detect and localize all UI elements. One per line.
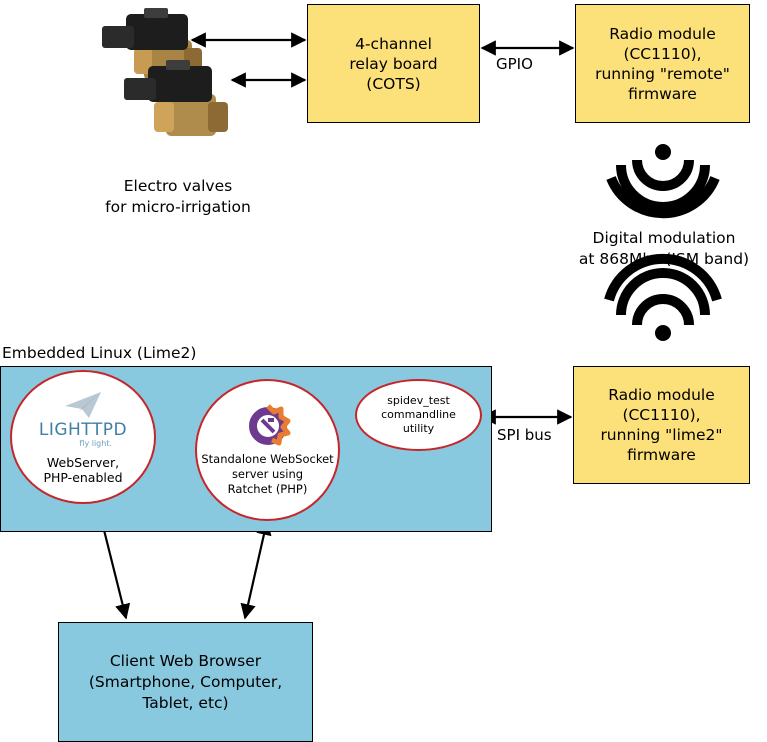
radio-remote-line: firmware bbox=[628, 84, 697, 103]
websocket-server-bubble: Standalone WebSocket server using Ratche… bbox=[195, 379, 340, 521]
lighttpd-caption-line: WebServer, bbox=[46, 454, 120, 470]
relay-line: relay board bbox=[349, 54, 438, 73]
valves-caption: Electro valves for micro-irrigation bbox=[78, 176, 278, 218]
websocket-caption-line: Standalone WebSocket bbox=[201, 452, 334, 466]
paper-plane-icon bbox=[65, 391, 101, 418]
ratchet-gear-icon bbox=[248, 404, 290, 446]
websocket-caption-line: server using bbox=[231, 467, 304, 481]
spi-bus-label: SPI bus bbox=[497, 426, 552, 444]
radio-module-remote-box: Radio module (CC1110), running "remote" … bbox=[575, 4, 750, 123]
lighttpd-logo-text: LIGHTTPD bbox=[38, 419, 128, 440]
radio-lime2-line: firmware bbox=[627, 446, 696, 464]
valve-icon bbox=[124, 60, 228, 136]
websocket-browser-arrow bbox=[240, 519, 272, 620]
radio-remote-line: (CC1110), bbox=[623, 44, 702, 63]
browser-line: Tablet, etc) bbox=[142, 693, 229, 712]
radio-remote-line: Radio module bbox=[609, 24, 716, 43]
relay-line: (COTS) bbox=[366, 74, 421, 93]
lighttpd-tagline: fly light. bbox=[79, 438, 112, 448]
modulation-line: at 868Mhz (ISM band) bbox=[578, 250, 750, 268]
browser-line: Client Web Browser bbox=[109, 651, 262, 670]
wifi-signal-icon bbox=[604, 253, 722, 341]
valves-caption-line: Electro valves bbox=[123, 177, 233, 195]
radio-lime2-line: Radio module bbox=[608, 386, 715, 404]
relay-board-box: 4-channel relay board (COTS) bbox=[307, 4, 480, 123]
client-web-browser-box: Client Web Browser (Smartphone, Computer… bbox=[58, 622, 313, 742]
spidev-caption-line: utility bbox=[402, 422, 435, 435]
wifi-signal-icon bbox=[606, 144, 720, 219]
linux-label: Embedded Linux (Lime2) bbox=[2, 344, 197, 362]
relay-line: 4-channel bbox=[355, 34, 432, 53]
radio-remote-line: running "remote" bbox=[595, 64, 730, 83]
radio-lime2-line: (CC1110), bbox=[622, 406, 701, 424]
spidev-caption-line: spidev_test bbox=[387, 394, 450, 407]
lighttpd-caption-line: PHP-enabled bbox=[43, 469, 123, 485]
radio-module-lime2-box: Radio module (CC1110), running "lime2" f… bbox=[573, 366, 750, 484]
lighttpd-bubble: LIGHTTPD fly light. WebServer, PHP-enabl… bbox=[10, 370, 156, 504]
spidev-test-bubble: spidev_test commandline utility bbox=[355, 379, 482, 451]
websocket-caption-line: Ratchet (PHP) bbox=[227, 482, 308, 496]
valves-caption-line: for micro-irrigation bbox=[105, 198, 251, 216]
modulation-line: Digital modulation bbox=[592, 229, 736, 247]
modulation-caption: Digital modulation at 868Mhz (ISM band) bbox=[561, 228, 767, 270]
gpio-label: GPIO bbox=[496, 55, 533, 73]
browser-line: (Smartphone, Computer, bbox=[88, 672, 283, 691]
spidev-caption-line: commandline bbox=[381, 408, 456, 421]
radio-lime2-line: running "lime2" bbox=[600, 426, 723, 444]
